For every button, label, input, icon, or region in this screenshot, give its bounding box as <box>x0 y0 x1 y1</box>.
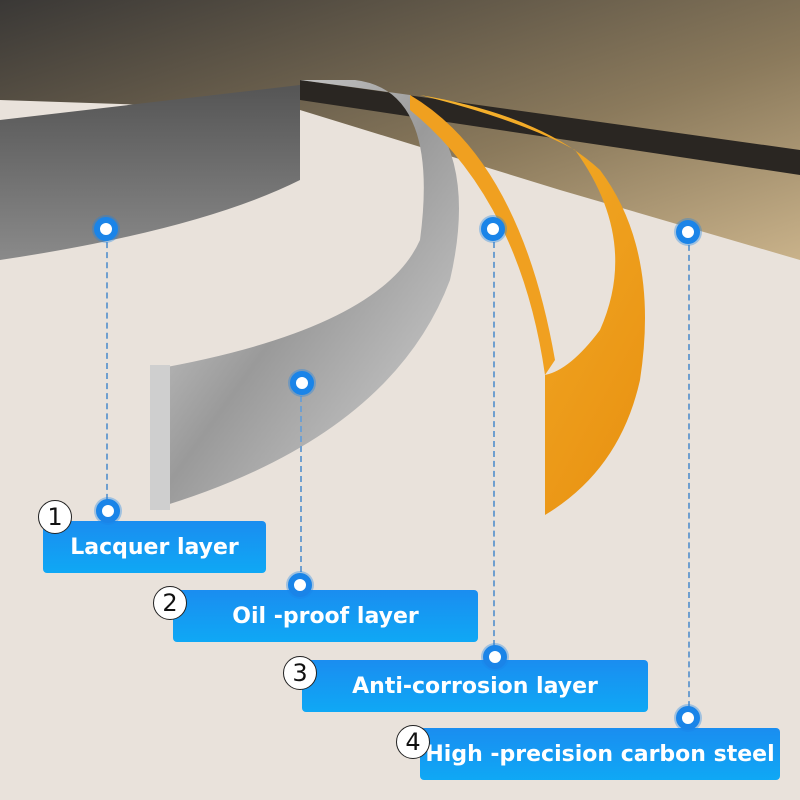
step-number-2: 2 <box>153 586 187 620</box>
label-lacquer-layer: Lacquer layer <box>43 521 266 573</box>
step-number-4: 4 <box>396 725 430 759</box>
connector-line-2 <box>300 386 302 582</box>
label-text: Lacquer layer <box>70 534 239 560</box>
marker-dot <box>676 706 700 730</box>
step-number-3: 3 <box>283 656 317 690</box>
marker-dot <box>290 371 314 395</box>
label-anti-corrosion-layer: Anti-corrosion layer <box>302 660 648 712</box>
top-panel <box>0 0 800 260</box>
orange-strip <box>420 95 645 515</box>
label-text: Oil -proof layer <box>232 603 419 629</box>
marker-dot <box>483 645 507 669</box>
lacquer-strip <box>0 85 300 260</box>
marker-dot <box>481 217 505 241</box>
steel-strip <box>150 80 459 510</box>
connector-line-4 <box>688 235 690 717</box>
marker-dot <box>288 573 312 597</box>
step-number-1: 1 <box>38 500 72 534</box>
connector-line-3 <box>493 232 495 656</box>
connector-line-1 <box>106 232 108 510</box>
label-carbon-steel: High -precision carbon steel <box>420 728 780 780</box>
marker-dot <box>94 217 118 241</box>
label-text: High -precision carbon steel <box>425 741 775 767</box>
marker-dot <box>676 220 700 244</box>
marker-dot <box>96 499 120 523</box>
label-text: Anti-corrosion layer <box>352 673 598 699</box>
label-oil-proof-layer: Oil -proof layer <box>173 590 478 642</box>
